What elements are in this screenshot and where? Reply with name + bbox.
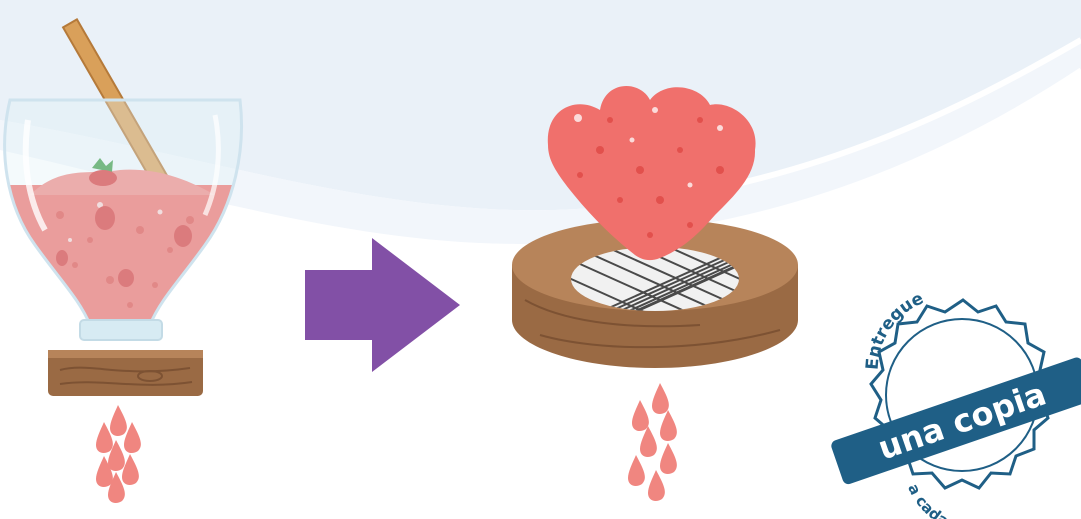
strawberry-pulp [547,86,756,261]
sieve-icon [512,219,798,368]
stamp-banner [831,357,1081,485]
stamp-badge: Entregue una copia a cada familia [831,288,1081,519]
arrow-right-icon [305,238,460,372]
drops-icon [628,383,677,501]
stamp-bottom-text: a cada familia [904,481,1007,519]
blender-icon [3,18,243,396]
drops-icon [96,405,141,503]
